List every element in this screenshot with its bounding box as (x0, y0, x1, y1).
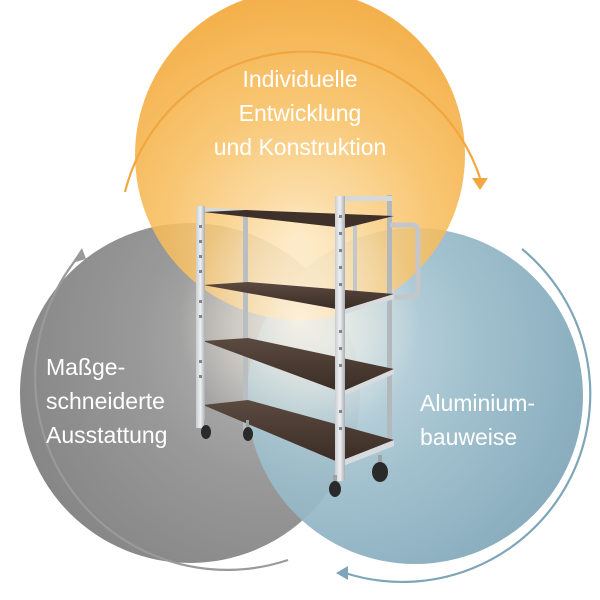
trolley-cart-icon (196, 195, 421, 497)
label-line: schneiderte (46, 388, 165, 414)
label-line: Aluminium- (420, 390, 536, 416)
label-line: Entwicklung (238, 100, 362, 126)
arrow-head-left (72, 248, 86, 263)
clockwise-arrow-icon (123, 50, 482, 193)
label-line: und Konstruktion (213, 134, 387, 160)
label-aluminium-construction: Aluminium-bauweise (420, 386, 590, 454)
clockwise-arrow-icon (34, 256, 289, 571)
label-line: Maßge- (46, 354, 126, 380)
label-line: bauweise (420, 424, 518, 450)
arrow-head-right (336, 566, 348, 580)
label-line: Individuelle (242, 66, 358, 92)
clockwise-arrow-icon (344, 248, 592, 584)
arrow-head-top (472, 178, 488, 190)
label-line: Ausstattung (46, 422, 168, 448)
